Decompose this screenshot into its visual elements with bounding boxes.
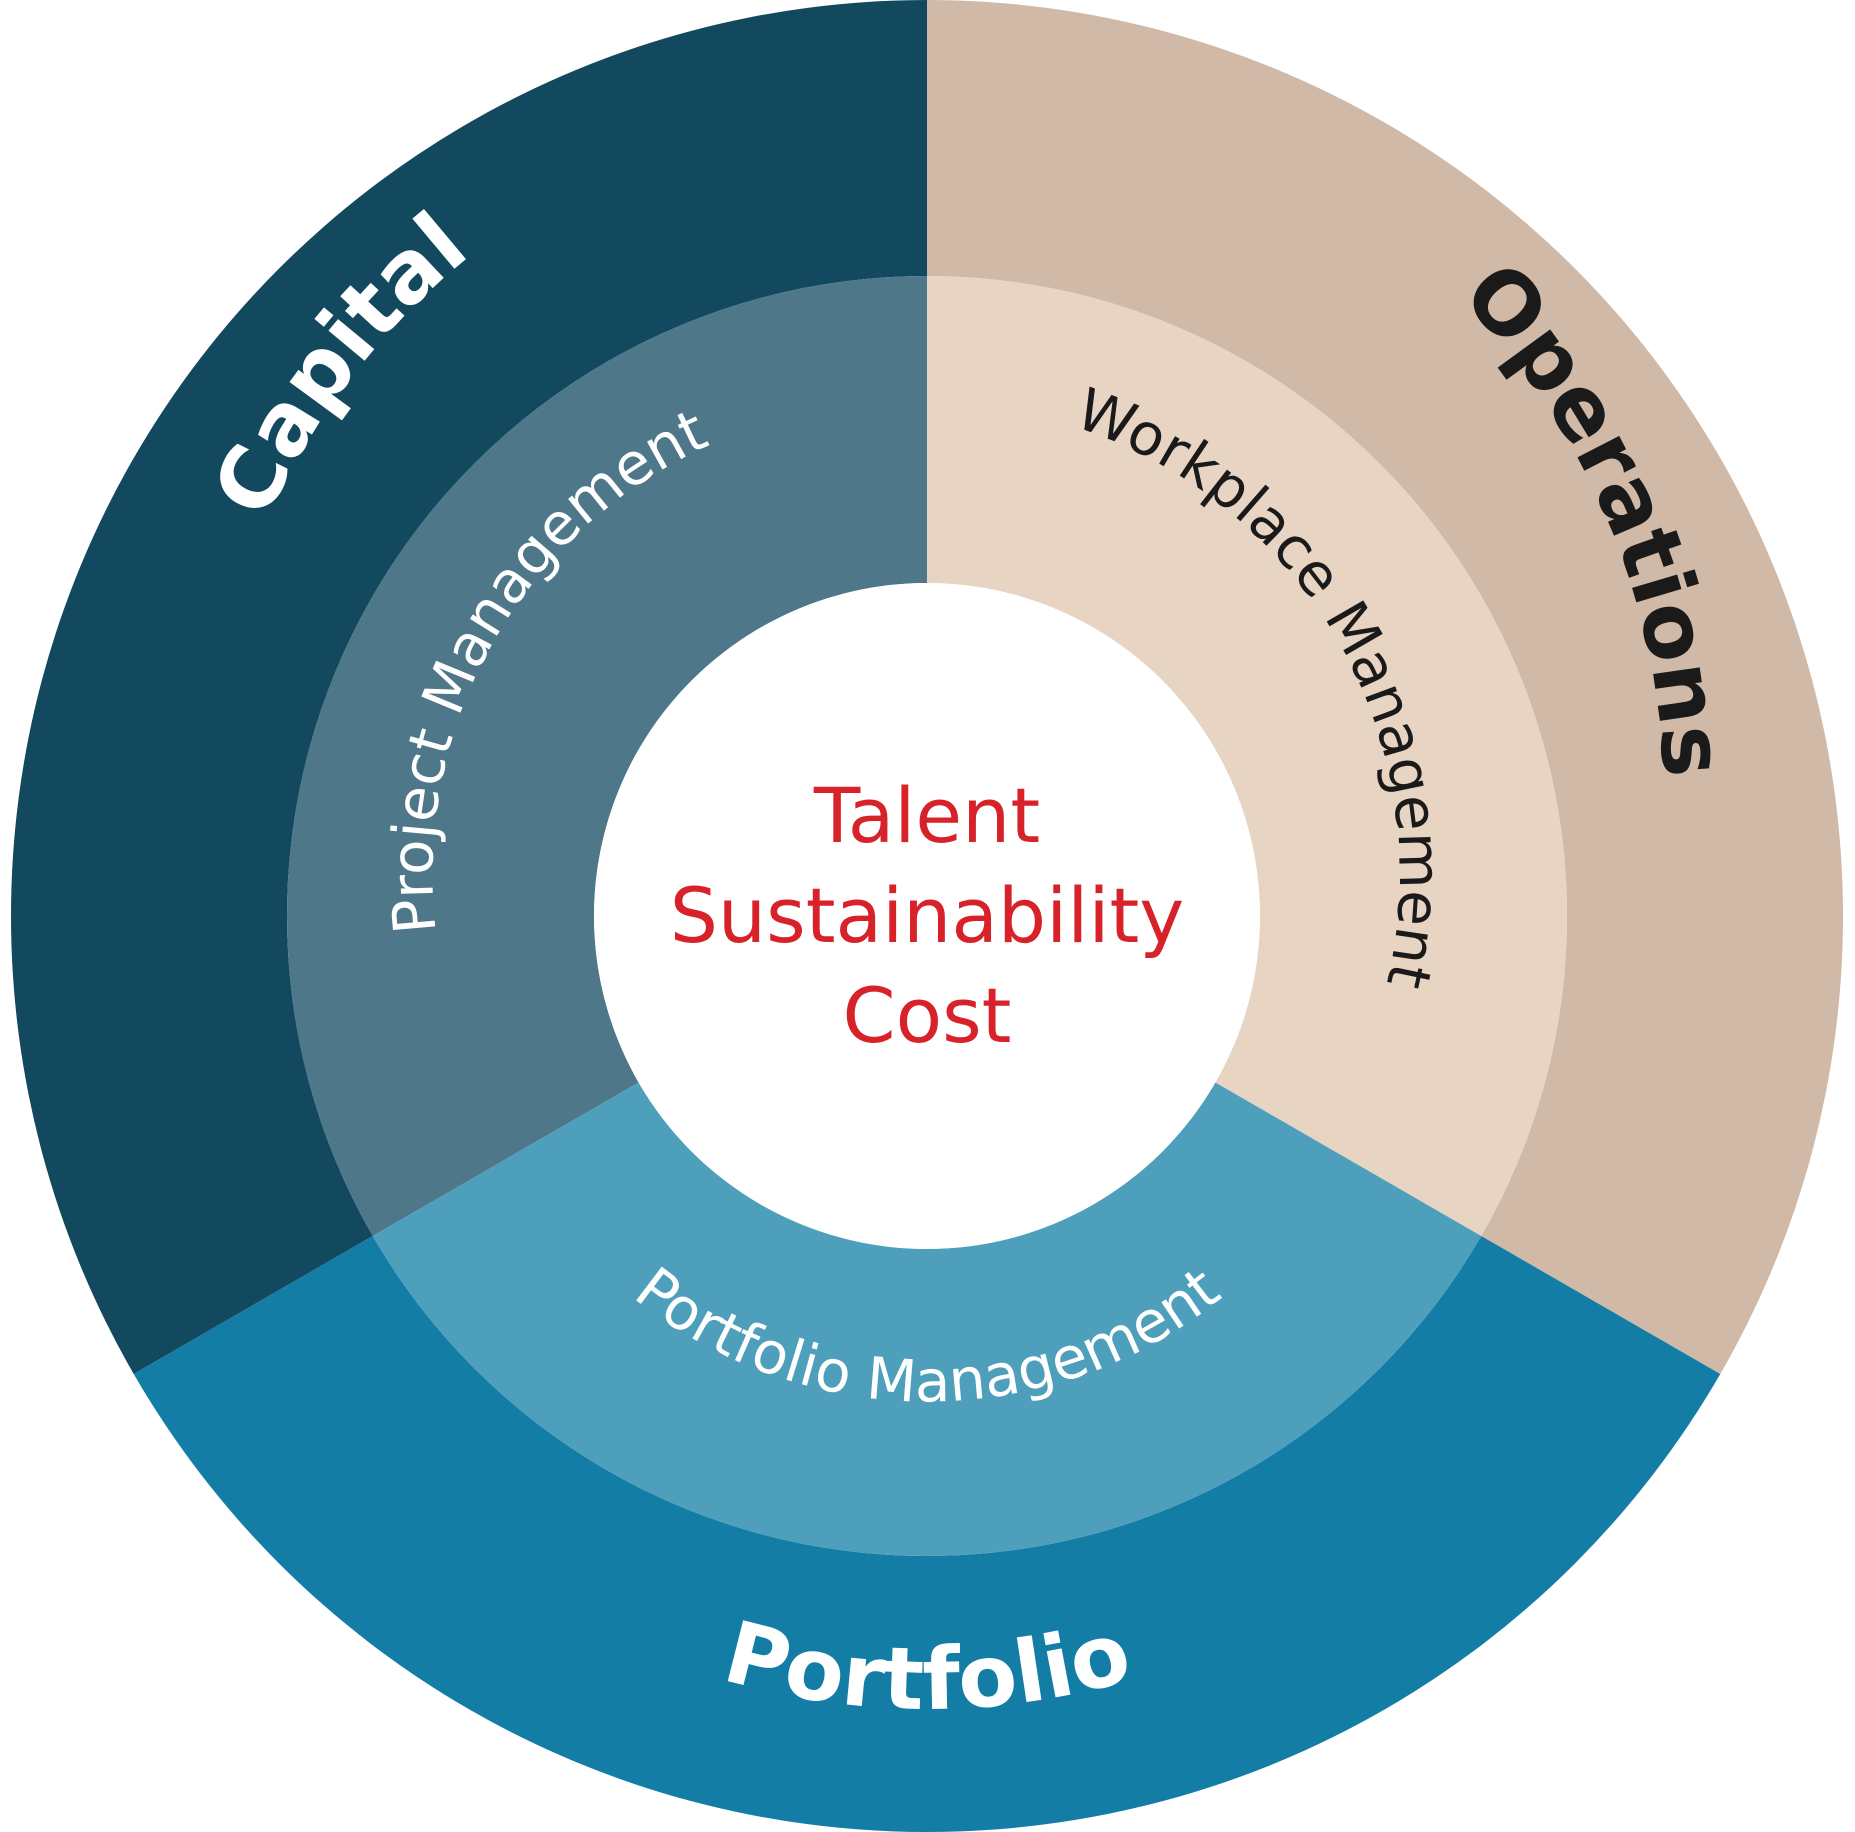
center-circle <box>594 583 1260 1249</box>
operations-outer-sector <box>927 0 1843 1374</box>
center-cost-label: Cost <box>843 971 1012 1060</box>
portfolio-outer-sector <box>133 1236 1721 1832</box>
operations-inner-sector <box>927 276 1567 1236</box>
capital-inner-sector <box>287 276 927 1236</box>
center-sustainability-label: Sustainability <box>670 871 1185 960</box>
center-talent-label: Talent <box>813 771 1040 860</box>
portfolio-inner-sector <box>372 1082 1482 1556</box>
capital-outer-sector <box>10 0 927 1374</box>
